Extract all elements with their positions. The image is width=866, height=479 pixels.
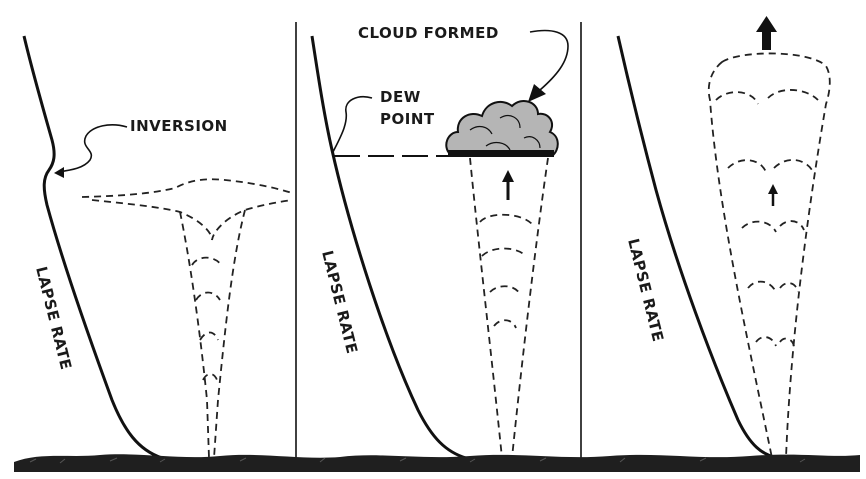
ground-texture bbox=[29, 457, 806, 464]
panel-unstable: LAPSE RATE bbox=[616, 16, 831, 460]
top-arrow-shaft bbox=[762, 30, 771, 50]
cumulus-cloud bbox=[445, 99, 559, 158]
thermal-eddies-3 bbox=[715, 89, 819, 347]
thermal-eddies-1 bbox=[191, 256, 223, 381]
panel-inversion: INVERSION LAPSE RATE bbox=[22, 35, 293, 460]
updraft-arrowhead-2 bbox=[502, 170, 514, 182]
thermal-column-2 bbox=[469, 157, 549, 459]
cloud-texture bbox=[469, 115, 541, 151]
top-arrowhead bbox=[756, 16, 777, 32]
ground bbox=[14, 454, 860, 472]
inversion-spread-layer bbox=[81, 178, 293, 241]
ground-surface bbox=[14, 454, 860, 472]
cloud-formed-leader bbox=[529, 29, 569, 91]
panel-dew-point: DEW POINT CLOUD FORMED LAPSE RATE bbox=[310, 24, 569, 460]
lapse-rate-label-2: LAPSE RATE bbox=[318, 249, 361, 356]
inversion-label: INVERSION bbox=[130, 117, 228, 135]
dew-point-leader bbox=[332, 96, 373, 153]
inversion-leader bbox=[57, 124, 128, 173]
lapse-rate-curve-2 bbox=[310, 35, 467, 460]
thermal-column-1 bbox=[179, 209, 246, 459]
updraft-arrowhead-3 bbox=[768, 184, 778, 194]
cloud-formed-arrowhead bbox=[528, 84, 546, 102]
lapse-rate-label-3: LAPSE RATE bbox=[624, 237, 667, 344]
cloud-base bbox=[448, 150, 554, 157]
thermal-eddies-2 bbox=[479, 213, 533, 329]
inversion-arrowhead bbox=[54, 167, 64, 178]
dew-label: DEW bbox=[380, 88, 421, 106]
lapse-rate-curve-1 bbox=[22, 35, 163, 460]
point-label: POINT bbox=[380, 110, 435, 128]
lapse-rate-curve-3 bbox=[616, 35, 779, 460]
cloud-formed-label: CLOUD FORMED bbox=[358, 24, 499, 42]
